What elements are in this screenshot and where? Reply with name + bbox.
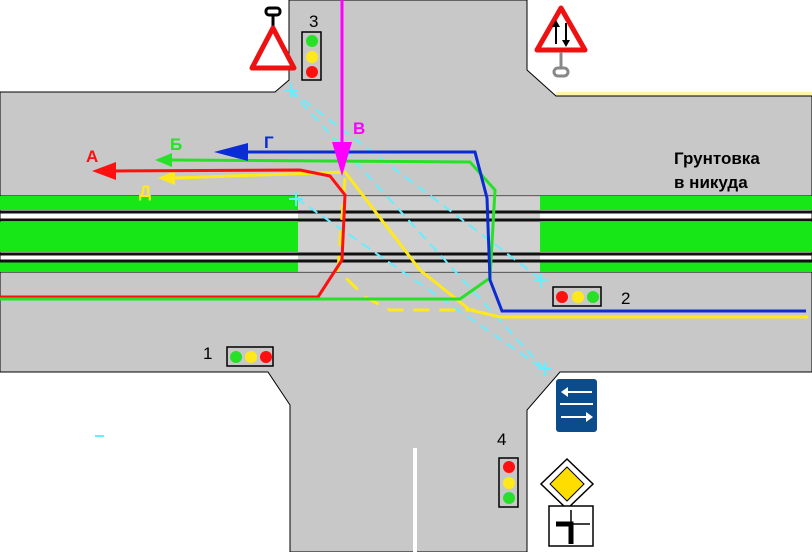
area-label-line1: Грунтовка <box>674 149 760 168</box>
railway-crossing <box>0 195 812 273</box>
main-road-direction-plate-icon <box>548 505 594 547</box>
traffic-light-3 <box>301 31 322 81</box>
grass-strip <box>0 262 298 272</box>
traffic-light-3-number: 3 <box>309 12 318 31</box>
two-way-traffic-sign-icon <box>534 5 588 78</box>
traffic-light-4 <box>498 457 519 508</box>
traffic-light-2-number: 2 <box>621 289 630 308</box>
traffic-light-1 <box>226 346 274 367</box>
grass-strip <box>0 196 298 210</box>
route-v <box>332 0 352 176</box>
traffic-light-2 <box>552 286 602 307</box>
route-label-a: А <box>86 147 98 166</box>
grass-strip <box>0 222 298 252</box>
route-label-v: В <box>353 119 365 138</box>
grass-strip <box>540 222 812 252</box>
route-a <box>0 162 347 299</box>
lane-direction-sign-icon <box>556 379 597 432</box>
grass-strip <box>540 196 812 210</box>
triangle-warning-sign-icon <box>249 6 297 71</box>
route-g <box>214 143 806 313</box>
route-label-g: Г <box>264 133 274 152</box>
sight-lines <box>289 89 546 371</box>
traffic-light-1-number: 1 <box>203 344 212 363</box>
route-label-b: Б <box>170 135 182 154</box>
traffic-light-4-number: 4 <box>497 430 506 449</box>
sight-markers <box>284 83 552 376</box>
area-label-line2: в никуда <box>674 173 748 192</box>
grass-strip <box>540 262 812 272</box>
route-label-d: Д <box>139 182 151 201</box>
route-b <box>0 153 497 301</box>
priority-road-sign-icon <box>539 457 595 511</box>
